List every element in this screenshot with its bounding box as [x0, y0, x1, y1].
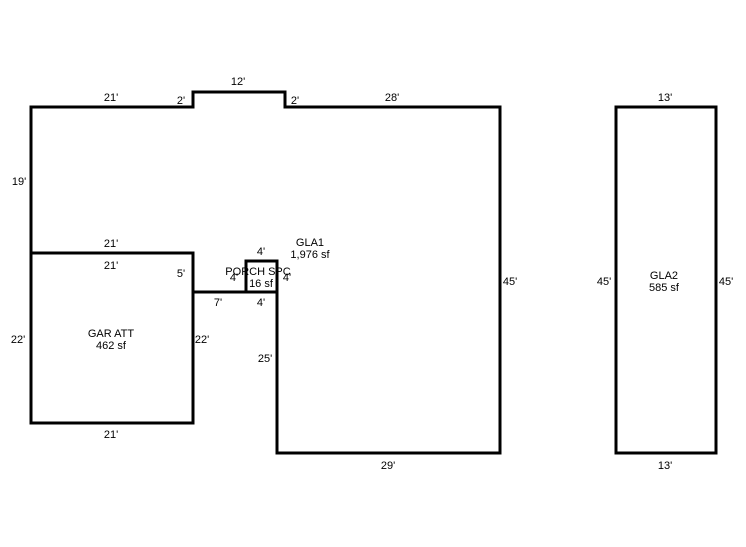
- dim-gla2-right: 45': [719, 276, 733, 288]
- area-garage-name: GAR ATT: [88, 328, 135, 340]
- dim-porch-bottom: 4': [257, 297, 265, 309]
- dim-porch-top: 4': [257, 246, 265, 258]
- dim-gla1-bottom: 29': [381, 460, 395, 472]
- dim-gla2-left: 45': [597, 276, 611, 288]
- dim-gla1-right: 45': [503, 276, 517, 288]
- gla1-outline: [29, 90, 502, 455]
- dim-bump-right-side: 2': [291, 95, 299, 107]
- dim-top-left: 21': [104, 92, 118, 104]
- area-gla2-name: GLA2: [650, 270, 678, 282]
- dim-porch-left: 4': [230, 272, 238, 284]
- porch-outline: [244, 259, 279, 294]
- area-porch-size: 16 sf: [249, 278, 274, 290]
- gla2-outline: [614, 105, 718, 455]
- dim-gla2-bottom: 13': [658, 460, 672, 472]
- garage-outline: [29, 251, 195, 425]
- dim-garage-top-inner: 21': [104, 260, 118, 272]
- dim-garage-right: 22': [195, 334, 209, 346]
- area-garage-size: 462 sf: [96, 340, 127, 352]
- dim-garage-right-small: 5': [177, 268, 185, 280]
- area-gla1-size: 1,976 sf: [290, 249, 330, 261]
- dim-garage-left: 22': [11, 334, 25, 346]
- dim-left-upper: 19': [12, 176, 26, 188]
- dim-gla1-inner-left: 25': [258, 353, 272, 365]
- dim-porch-right: 4': [283, 272, 291, 284]
- dim-link-bottom: 7': [214, 297, 222, 309]
- dim-garage-bottom: 21': [104, 429, 118, 441]
- dim-bump-left-side: 2': [177, 95, 185, 107]
- dim-top-right: 28': [385, 92, 399, 104]
- area-gla1-name: GLA1: [296, 237, 324, 249]
- dim-garage-top-outer: 21': [104, 238, 118, 250]
- dim-gla2-top: 13': [658, 92, 672, 104]
- area-porch-name: PORCH SPC: [225, 266, 290, 278]
- dim-bump-top: 12': [231, 76, 245, 88]
- area-gla2-size: 585 sf: [649, 282, 680, 294]
